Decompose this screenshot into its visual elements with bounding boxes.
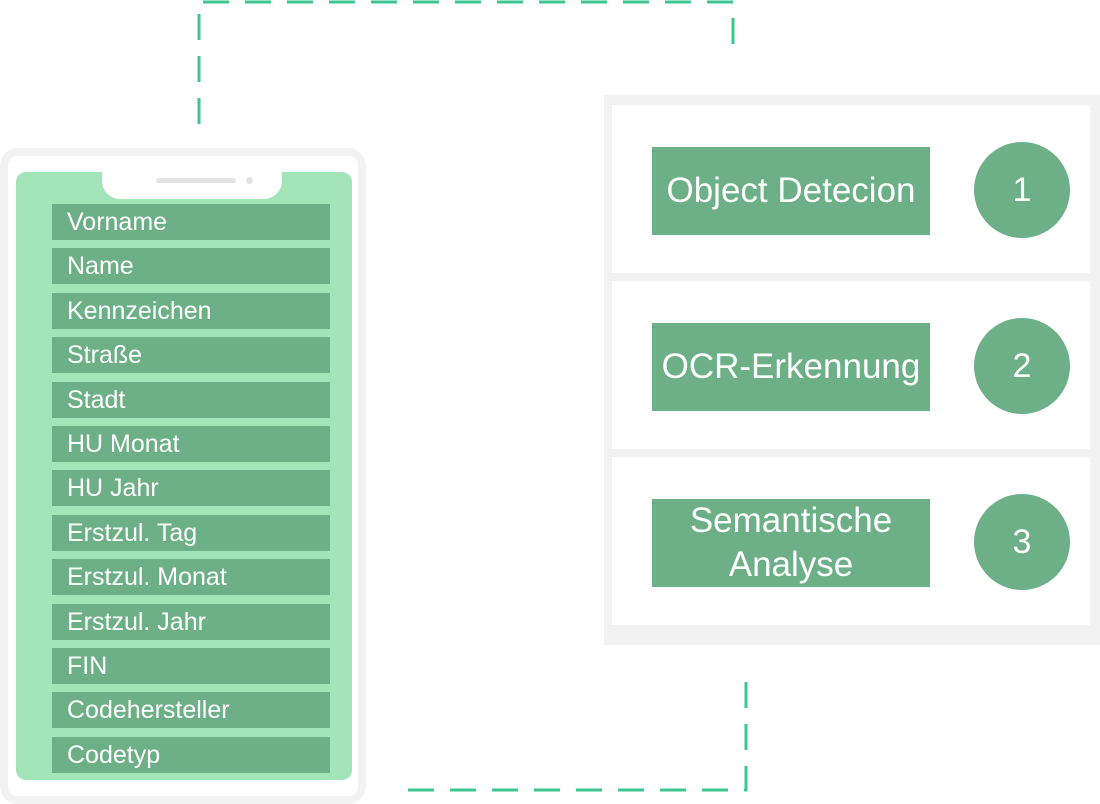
step-number-badge: 2: [974, 318, 1070, 414]
step-ocr: OCR-Erkennung 2: [612, 281, 1090, 449]
step-number-badge: 3: [974, 494, 1070, 590]
form-field: Straße: [52, 337, 330, 374]
connector-top: [197, 0, 735, 124]
step-object-detection: Object Detecion 1: [612, 105, 1090, 273]
form-field: Erstzul. Monat: [52, 559, 330, 596]
pipeline-panel: Object Detecion 1 OCR-Erkennung 2 Semant…: [604, 95, 1100, 645]
form-field-list: Vorname Name Kennzeichen Straße Stadt HU…: [52, 204, 330, 781]
camera-icon: [246, 177, 253, 184]
step-label: Semantische Analyse: [652, 499, 930, 587]
form-field: FIN: [52, 647, 330, 684]
form-field: Erstzul. Tag: [52, 514, 330, 551]
phone-mockup: Vorname Name Kennzeichen Straße Stadt HU…: [0, 148, 366, 804]
form-field: Name: [52, 248, 330, 285]
step-label: Object Detecion: [652, 147, 930, 235]
step-number-badge: 1: [974, 142, 1070, 238]
step-semantic-analysis: Semantische Analyse 3: [612, 457, 1090, 625]
speaker-icon: [156, 178, 236, 183]
form-field: HU Jahr: [52, 470, 330, 507]
form-field: Stadt: [52, 381, 330, 418]
form-field: Vorname: [52, 204, 330, 240]
phone-screen: Vorname Name Kennzeichen Straße Stadt HU…: [16, 171, 352, 781]
form-field: HU Monat: [52, 425, 330, 462]
form-field: Erstzul. Jahr: [52, 603, 330, 640]
phone-notch: [102, 171, 282, 199]
form-field: Codehersteller: [52, 692, 330, 729]
form-field: Codetyp: [52, 736, 330, 773]
step-label: OCR-Erkennung: [652, 323, 930, 411]
form-field: Kennzeichen: [52, 292, 330, 329]
connector-bottom: [394, 682, 748, 792]
